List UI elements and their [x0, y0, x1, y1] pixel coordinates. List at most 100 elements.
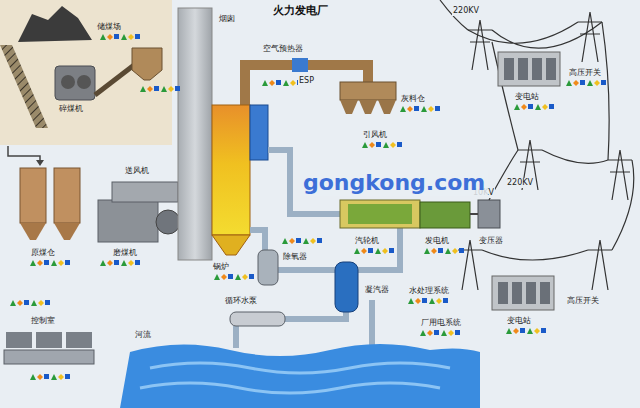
diamond-icon: [369, 142, 375, 148]
part-label: 发电机: [424, 236, 450, 246]
triangle-icon: [121, 260, 127, 266]
water-pipe: [278, 267, 335, 273]
silo-cone: [359, 100, 377, 114]
part-label: 水处理系统: [408, 286, 450, 296]
transformer-unit: [512, 282, 522, 304]
square-icon: [45, 300, 50, 305]
square-icon: [438, 248, 443, 253]
triangle-icon: [535, 104, 541, 110]
square-icon: [549, 104, 554, 109]
triangle-icon: [121, 34, 127, 40]
ash-silo: [340, 82, 396, 100]
diamond-icon: [168, 86, 174, 92]
arrow-head: [36, 160, 44, 166]
square-icon: [135, 260, 140, 265]
triangle-icon: [31, 300, 37, 306]
square-icon: [276, 80, 281, 85]
diamond-icon: [542, 104, 548, 110]
diamond-icon: [573, 80, 579, 86]
part-label: 储煤场: [96, 22, 122, 32]
square-icon: [317, 238, 322, 243]
square-icon: [154, 86, 159, 91]
triangle-icon: [429, 298, 435, 304]
part-label: 220KV: [506, 178, 534, 188]
cooling-pipe: [285, 312, 346, 319]
diamond-icon: [427, 330, 433, 336]
square-icon: [434, 330, 439, 335]
square-icon: [65, 374, 70, 379]
silo-cone: [340, 100, 358, 114]
air-preheater: [292, 58, 308, 72]
square-icon: [541, 328, 546, 333]
flow-arrow-line: [8, 146, 40, 162]
square-icon: [296, 238, 301, 243]
diamond-icon: [221, 274, 227, 280]
square-icon: [376, 142, 381, 147]
square-icon: [368, 248, 373, 253]
part-label: 汽轮机: [354, 236, 380, 246]
triangle-icon: [161, 86, 167, 92]
diamond-icon: [290, 80, 296, 86]
power-line: [492, 22, 609, 160]
control-desk: [4, 350, 94, 364]
diamond-icon: [431, 248, 437, 254]
diamond-icon: [37, 260, 43, 266]
square-icon: [114, 260, 119, 265]
condenser: [335, 262, 358, 312]
part-label: ESP: [298, 76, 315, 86]
transformer-unit: [498, 282, 508, 304]
diamond-icon: [37, 374, 43, 380]
triangle-icon: [441, 330, 447, 336]
substation: [498, 52, 560, 86]
diamond-icon: [428, 106, 434, 112]
part-label: 碎煤机: [58, 104, 84, 114]
silo-cone: [54, 223, 80, 240]
triangle-icon: [283, 80, 289, 86]
substation-yard: [498, 52, 560, 86]
triangle-icon: [235, 274, 241, 280]
triangle-icon: [400, 106, 406, 112]
diamond-icon: [147, 86, 153, 92]
diamond-icon: [107, 260, 113, 266]
part-label: 锅炉: [212, 262, 230, 272]
square-icon: [389, 248, 394, 253]
triangle-icon: [262, 80, 268, 86]
square-icon: [114, 34, 119, 39]
square-icon: [435, 106, 440, 111]
control-console: [6, 332, 32, 348]
triangle-icon: [506, 328, 512, 334]
heat-exchanger: [230, 312, 285, 326]
triangle-icon: [424, 248, 430, 254]
crusher-roller: [77, 75, 91, 89]
square-icon: [228, 274, 233, 279]
generator: [420, 202, 470, 228]
part-label: 变电站: [514, 92, 540, 102]
part-label: 220KV: [452, 6, 480, 16]
power-line: [468, 22, 602, 48]
part-label: 变压器: [478, 236, 504, 246]
transformer-unit: [518, 58, 528, 80]
square-icon: [249, 274, 254, 279]
triangle-icon: [354, 248, 360, 254]
transmission-towers: [440, 0, 634, 290]
pylon: [578, 12, 602, 62]
diamond-icon: [448, 330, 454, 336]
triangle-icon: [30, 374, 36, 380]
triangle-icon: [282, 238, 288, 244]
transformer-unit: [526, 282, 536, 304]
square-icon: [422, 298, 427, 303]
part-label: 厂用电系统: [420, 318, 462, 328]
part-label: 空气预热器: [262, 44, 304, 54]
triangle-icon: [100, 260, 106, 266]
part-label: 烟囱: [218, 14, 236, 24]
square-icon: [24, 300, 29, 305]
diamond-icon: [107, 34, 113, 40]
river-wave: [140, 383, 440, 393]
silo-cone: [20, 223, 46, 240]
diamond-icon: [436, 298, 442, 304]
cooling-pipe: [369, 300, 375, 348]
diamond-icon: [382, 248, 388, 254]
diamond-icon: [534, 328, 540, 334]
